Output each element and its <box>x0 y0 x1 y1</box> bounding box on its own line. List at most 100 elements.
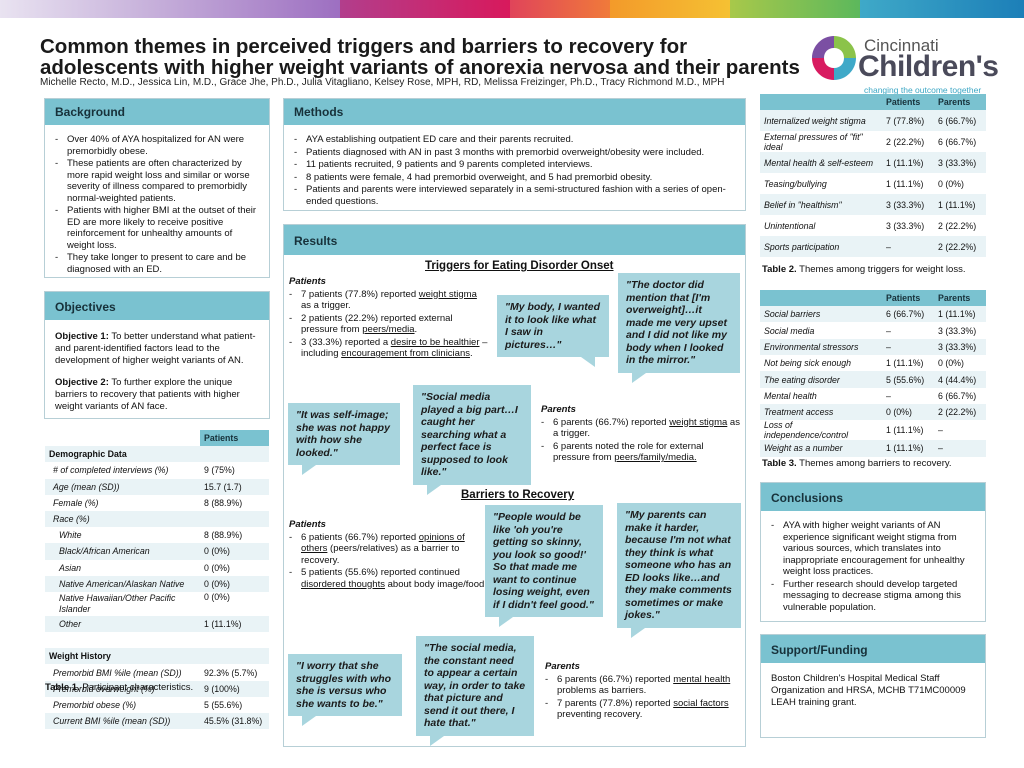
theme-label: The eating disorder <box>760 371 882 388</box>
row-value <box>200 632 269 649</box>
table-row: Demographic Data <box>45 446 269 463</box>
list-item: 6 parents noted the role for external pr… <box>541 441 741 464</box>
logo-text-line2: Children's <box>858 50 999 83</box>
barriers-subheading: Barriers to Recovery <box>461 489 575 501</box>
support-heading: Support/Funding <box>761 635 985 663</box>
row-label: Asian <box>45 559 200 576</box>
row-value: 0 (0%) <box>200 559 269 576</box>
background-panel: Background Over 40% of AYA hospitalized … <box>44 98 270 278</box>
table-row: Premorbid obese (%)5 (55.6%) <box>45 696 269 713</box>
row-label: Black/African American <box>45 543 200 560</box>
row-label: Current BMI %ile (mean (SD)) <box>45 713 200 730</box>
parents-value: 6 (66.7%) <box>934 110 986 132</box>
logo-mark-icon <box>812 36 856 80</box>
patients-value: 6 (66.7%) <box>882 306 934 323</box>
table-row: Weight History <box>45 648 269 665</box>
patients-value: 1 (11.1%) <box>882 152 934 174</box>
list-item: Patients with higher BMI at the outset o… <box>55 205 259 251</box>
table-row <box>45 632 269 649</box>
table-row: Female (%)8 (88.9%) <box>45 494 269 511</box>
parents-value: 3 (33.3%) <box>934 152 986 174</box>
row-value: 8 (88.9%) <box>200 494 269 511</box>
row-label <box>45 632 200 649</box>
quote-bubble: "My body, I wanted it to look like what … <box>497 295 609 367</box>
list-item: 8 patients were female, 4 had premorbid … <box>294 172 735 184</box>
theme-label: Not being sick enough <box>760 355 882 372</box>
list-item: 3 (33.3%) reported a desire to be health… <box>289 337 489 360</box>
table-row: Race (%) <box>45 510 269 528</box>
table-row: Mental health–6 (66.7%) <box>760 387 986 404</box>
row-value: 92.3% (5.7%) <box>200 664 269 681</box>
row-label: Native American/Alaskan Native <box>45 575 200 592</box>
patients-value: 7 (77.8%) <box>882 110 934 132</box>
quote-bubble: "People would be like 'oh you're getting… <box>485 505 603 627</box>
parents-value: 2 (22.2%) <box>934 236 986 258</box>
row-label: Weight History <box>45 648 200 665</box>
results-heading: Results <box>284 225 745 255</box>
table3-caption: Table 3. Themes among barriers to recove… <box>762 458 952 469</box>
parents-value: – <box>934 420 986 441</box>
patients-value: – <box>882 236 934 258</box>
row-label: White <box>45 527 200 544</box>
table3-header-patients: Patients <box>882 290 934 307</box>
parents-value: – <box>934 440 986 457</box>
objective-1: Objective 1: To better understand what p… <box>55 331 256 366</box>
row-value: 5 (55.6%) <box>200 696 269 713</box>
list-item: 11 patients recruited, 9 patients and 9 … <box>294 159 735 171</box>
poster-title: Common themes in perceived triggers and … <box>40 35 800 79</box>
row-label: Race (%) <box>45 510 200 528</box>
parents-value: 3 (33.3%) <box>934 338 986 356</box>
patients-value: – <box>882 338 934 356</box>
theme-label: Mental health & self-esteem <box>760 152 882 174</box>
list-item: 7 patients (77.8%) reported weight stigm… <box>289 289 489 312</box>
row-label: # of completed interviews (%) <box>45 462 200 479</box>
row-label: Other <box>45 615 200 633</box>
row-label: Premorbid overweight (%) <box>45 680 200 697</box>
table-row: Environmental stressors–3 (33.3%) <box>760 338 986 356</box>
theme-label: Weight as a number <box>760 440 882 457</box>
theme-label: Mental health <box>760 387 882 404</box>
objectives-heading: Objectives <box>45 292 269 320</box>
list-item: AYA with higher weight variants of AN ex… <box>771 520 975 578</box>
list-item: AYA establishing outpatient ED care and … <box>294 134 735 146</box>
table2-caption: Table 2. Themes among triggers for weigh… <box>762 264 966 275</box>
table-row: Belief in "healthism"3 (33.3%)1 (11.1%) <box>760 194 986 216</box>
patients-value: 1 (11.1%) <box>882 173 934 195</box>
list-item: Patients and parents were interviewed se… <box>294 184 735 207</box>
list-item: Patients diagnosed with AN in past 3 mon… <box>294 147 735 159</box>
quote-bubble: "The social media, the constant need to … <box>416 636 534 745</box>
top-color-strip <box>0 0 1024 18</box>
row-label: Native Hawaiian/Other Pacific Islander <box>45 591 200 616</box>
row-value: 0 (0%) <box>200 591 269 616</box>
patients-value: 0 (0%) <box>882 403 934 421</box>
parents-value: 1 (11.1%) <box>934 194 986 216</box>
cincinnati-childrens-logo: Cincinnati Children's changing the outco… <box>806 30 1006 96</box>
methods-panel: Methods AYA establishing outpatient ED c… <box>283 98 746 211</box>
author-list: Michelle Recto, M.D., Jessica Lin, M.D.,… <box>40 77 725 88</box>
support-text: Boston Children's Hospital Medical Staff… <box>771 673 966 708</box>
barriers-patients-block: Patients 6 patients (66.7%) reported opi… <box>289 519 489 591</box>
theme-label: Internalized weight stigma <box>760 110 882 132</box>
patients-value: 1 (11.1%) <box>882 355 934 372</box>
patients-value: 2 (22.2%) <box>882 131 934 153</box>
conclusions-list: AYA with higher weight variants of AN ex… <box>771 520 975 613</box>
parents-value: 2 (22.2%) <box>934 403 986 421</box>
table-row: # of completed interviews (%)9 (75%) <box>45 462 269 479</box>
list-item: These patients are often characterized b… <box>55 158 259 204</box>
triggers-patients-block: Patients 7 patients (77.8%) reported wei… <box>289 276 489 361</box>
theme-label: Treatment access <box>760 403 882 421</box>
row-value: 1 (11.1%) <box>200 615 269 633</box>
patients-value: 3 (33.3%) <box>882 215 934 237</box>
list-item: They take longer to present to care and … <box>55 252 259 275</box>
row-value: 9 (100%) <box>200 680 269 697</box>
row-label: Premorbid BMI %ile (mean (SD)) <box>45 664 200 681</box>
